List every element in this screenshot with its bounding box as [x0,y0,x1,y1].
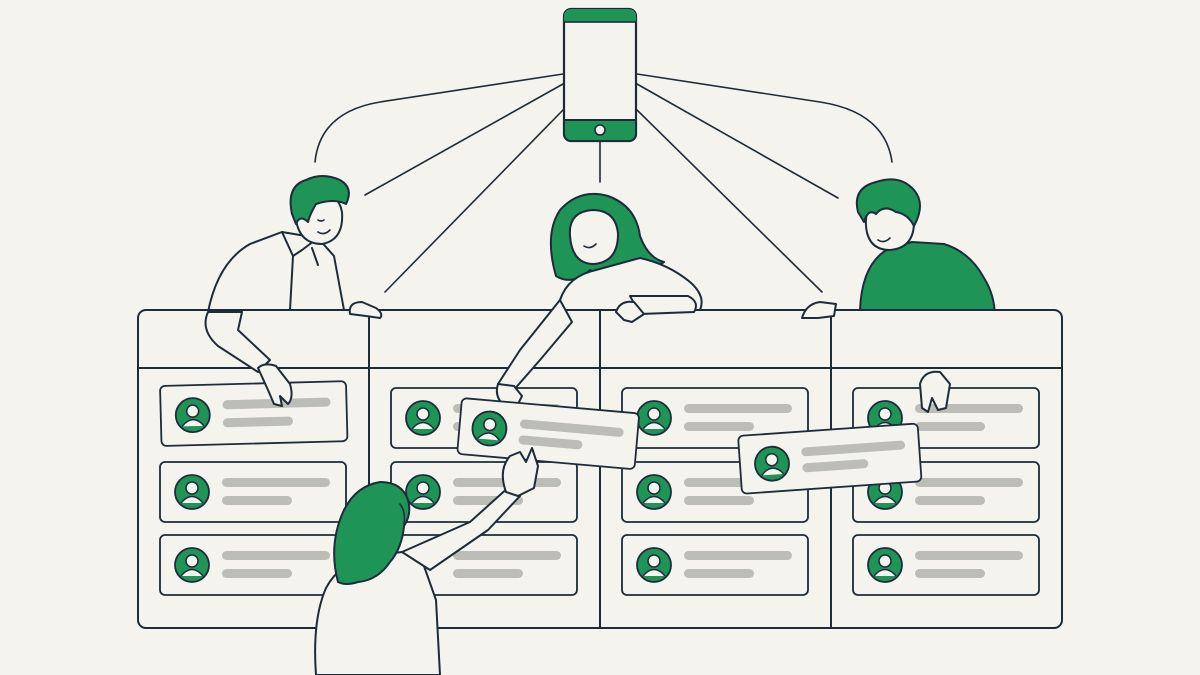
board-column-1 [159,380,349,596]
person-left-man-arms [204,301,383,407]
board-column-4 [852,387,1040,596]
task-card[interactable] [159,534,347,596]
user-avatar-icon [174,397,211,434]
smartphone-icon [562,7,638,143]
user-avatar-icon [174,547,210,583]
user-avatar-icon [636,547,672,583]
user-avatar-icon [405,474,441,510]
user-avatar-icon [174,474,210,510]
person-left-man [207,175,350,313]
person-center-woman-arms [495,295,697,409]
person-right-man-arms [801,301,951,413]
dragged-task-card[interactable] [456,397,640,470]
user-avatar-icon [636,474,672,510]
user-avatar-icon [636,400,672,436]
task-card[interactable] [159,380,349,447]
user-avatar-icon [471,410,508,447]
board-column-3 [621,387,809,596]
task-card[interactable] [852,534,1040,596]
person-foreground-woman [314,447,539,675]
user-avatar-icon [754,445,790,482]
dragged-task-card[interactable] [737,422,923,495]
person-center-woman [549,192,703,311]
connection-lines [314,73,893,293]
task-card[interactable] [159,461,347,523]
task-card[interactable] [621,534,809,596]
user-avatar-icon [867,547,903,583]
user-avatar-icon [405,400,441,436]
